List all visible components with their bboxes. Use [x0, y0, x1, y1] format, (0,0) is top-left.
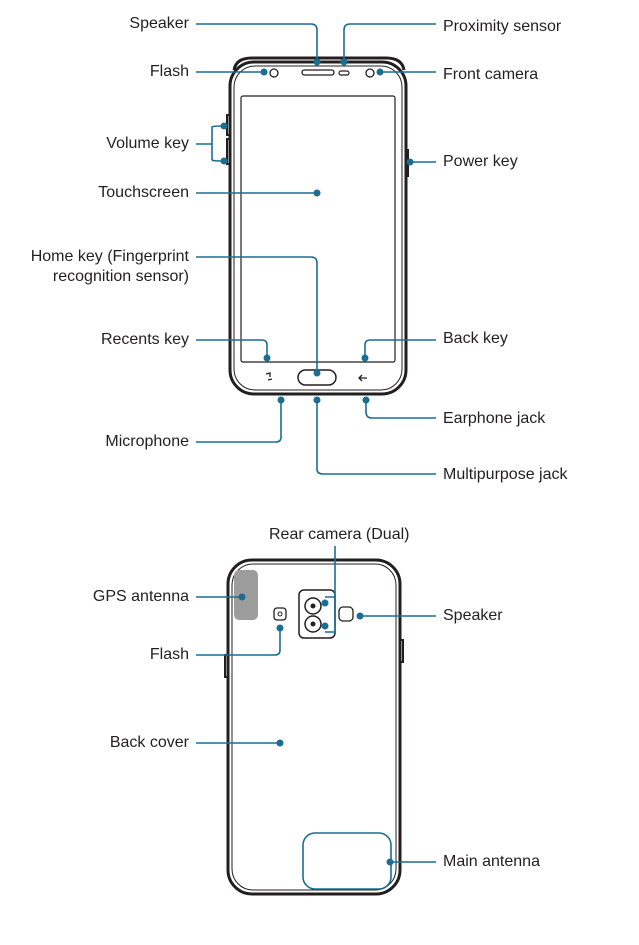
proximity-sensor	[338, 70, 350, 76]
gps-antenna-area	[234, 570, 258, 620]
label-microphone: Microphone	[105, 433, 189, 450]
rear-camera-lens-1	[304, 597, 322, 615]
front-body-outline	[228, 60, 408, 396]
label-proximity-sensor: Proximity sensor	[443, 18, 562, 35]
leader-dots	[220, 58, 414, 866]
rear-phone	[224, 558, 404, 896]
label-speaker: Speaker	[129, 15, 189, 32]
label-main-antenna: Main antenna	[443, 853, 540, 870]
front-flash	[269, 68, 279, 78]
touchscreen-area	[240, 95, 396, 363]
label-home-key-line1: Home key (Fingerprint	[30, 248, 189, 265]
label-earphone-jack: Earphone jack	[443, 410, 546, 427]
label-touchscreen: Touchscreen	[98, 184, 189, 201]
earpiece-speaker	[301, 69, 335, 76]
label-rear-speaker: Speaker	[443, 607, 503, 624]
label-back-key: Back key	[443, 330, 508, 347]
back-key-icon	[358, 374, 367, 382]
label-flash: Flash	[149, 63, 189, 80]
recents-key-icon	[265, 372, 273, 381]
label-recents-key: Recents key	[100, 331, 189, 348]
rear-flash	[273, 607, 287, 621]
front-camera	[365, 68, 375, 78]
rear-body-outline	[226, 558, 402, 896]
label-home-key-line2: recognition sensor)	[52, 268, 189, 285]
label-multipurpose-jack: Multipurpose jack	[443, 466, 568, 483]
label-back-cover: Back cover	[109, 734, 189, 751]
label-power-key: Power key	[443, 153, 518, 170]
rear-camera-lens-2	[304, 615, 322, 633]
label-front-camera: Front camera	[443, 66, 539, 83]
label-volume-key: Volume key	[106, 135, 189, 152]
label-rear-flash: Flash	[149, 646, 189, 663]
label-rear-camera: Rear camera (Dual)	[269, 526, 410, 543]
leader-lines	[196, 23, 436, 890]
label-gps-antenna: GPS antenna	[92, 588, 189, 605]
rear-speaker	[338, 606, 354, 622]
